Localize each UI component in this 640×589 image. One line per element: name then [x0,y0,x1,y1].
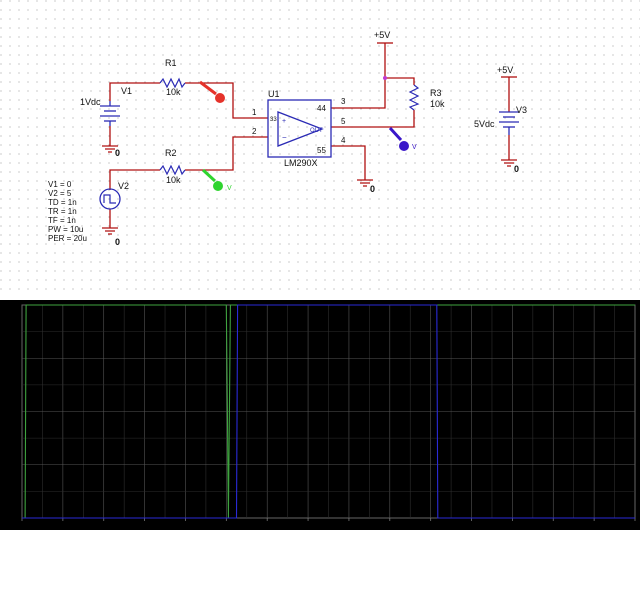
u1-pin-1: 1 [252,108,257,117]
supply-symbols [102,42,517,235]
ground-u1 [357,179,373,187]
r2-value: 10k [166,175,181,185]
v3-source [499,111,519,135]
plot-series [22,304,635,519]
u1-pin-3: 3 [341,97,346,106]
v2-param: PW = 10u [48,225,83,234]
ground-v2 [102,227,118,235]
v1-source [100,101,120,126]
ground-v1 [102,145,118,153]
v2-param: V2 = 5 [48,189,72,198]
current-probe-icon[interactable] [199,80,225,103]
series-line [22,304,635,519]
plot-background [0,300,640,530]
u1-pin-4: 4 [341,136,346,145]
input-probe-label: V [227,185,232,192]
v3-supply-label: +5V [497,65,513,75]
v3-value: 5Vdc [474,119,495,129]
wire-u1-gnd [331,145,366,180]
r2-zigzag [159,164,186,176]
wire-v1-r1 [109,82,160,101]
v1-ref: V1 [121,86,132,96]
r3-value: 10k [430,99,445,109]
u1-pin-33: 33 [270,117,277,123]
v2-param: TF = 1n [48,216,76,225]
v2-source [99,188,121,210]
wire-r3-top [385,77,415,85]
wire-v2-r2 [109,169,160,190]
r2-ref: R2 [165,148,177,158]
r1-ref: R1 [165,58,177,68]
v2-param: TD = 1n [48,198,77,207]
svg-text:OUT: OUT [310,128,323,134]
u1-ref: U1 [268,89,280,99]
v2-param: PER = 20u [48,234,87,243]
resistors [159,77,420,176]
svg-text:−: − [282,133,287,142]
supply-top-label: +5V [374,30,390,40]
u1-ground-label: 0 [370,184,375,194]
u1-pin-55: 55 [317,146,326,155]
oscilloscope-plot[interactable] [0,300,640,530]
v3-ref: V3 [516,105,527,115]
v3-ground-label: 0 [514,164,519,174]
ground-v3 [501,159,517,167]
output-voltage-probe-icon[interactable]: V [388,126,417,151]
u1-pin-2: 2 [252,127,257,136]
wire-u1-out [331,110,415,128]
v2-param: V1 = 0 [48,180,72,189]
opamp-u1[interactable]: + − OUT [267,99,332,158]
series-line [22,304,635,519]
wire-u1-vcc [331,43,386,109]
input-voltage-probe-icon[interactable]: V [201,168,232,192]
u1-pin-5: 5 [341,117,346,126]
u1-pin-44: 44 [317,104,326,113]
svg-text:+: + [282,118,286,125]
r1-value: 10k [166,87,181,97]
u1-part: LM290X [284,158,318,168]
wires [109,43,510,228]
schematic-canvas[interactable]: + − OUT V V R1 10k R2 10k R3 10k V1 [0,0,640,292]
r3-ref: R3 [430,88,442,98]
v1-value: 1Vdc [80,97,101,107]
v1-ground-label: 0 [115,148,120,158]
v2-ref: V2 [118,181,129,191]
v2-params: V1 = 0 V2 = 5 TD = 1n TR = 1n TF = 1n PW… [48,180,87,243]
junction-dot [383,76,387,80]
output-probe-label: V [412,144,417,151]
wire-r2-u1 [185,136,268,171]
v2-param: TR = 1n [48,207,77,216]
r3-zigzag [408,84,420,111]
wire-r1-u1 [185,82,268,119]
r1-zigzag [159,77,186,89]
v2-ground-label: 0 [115,237,120,247]
